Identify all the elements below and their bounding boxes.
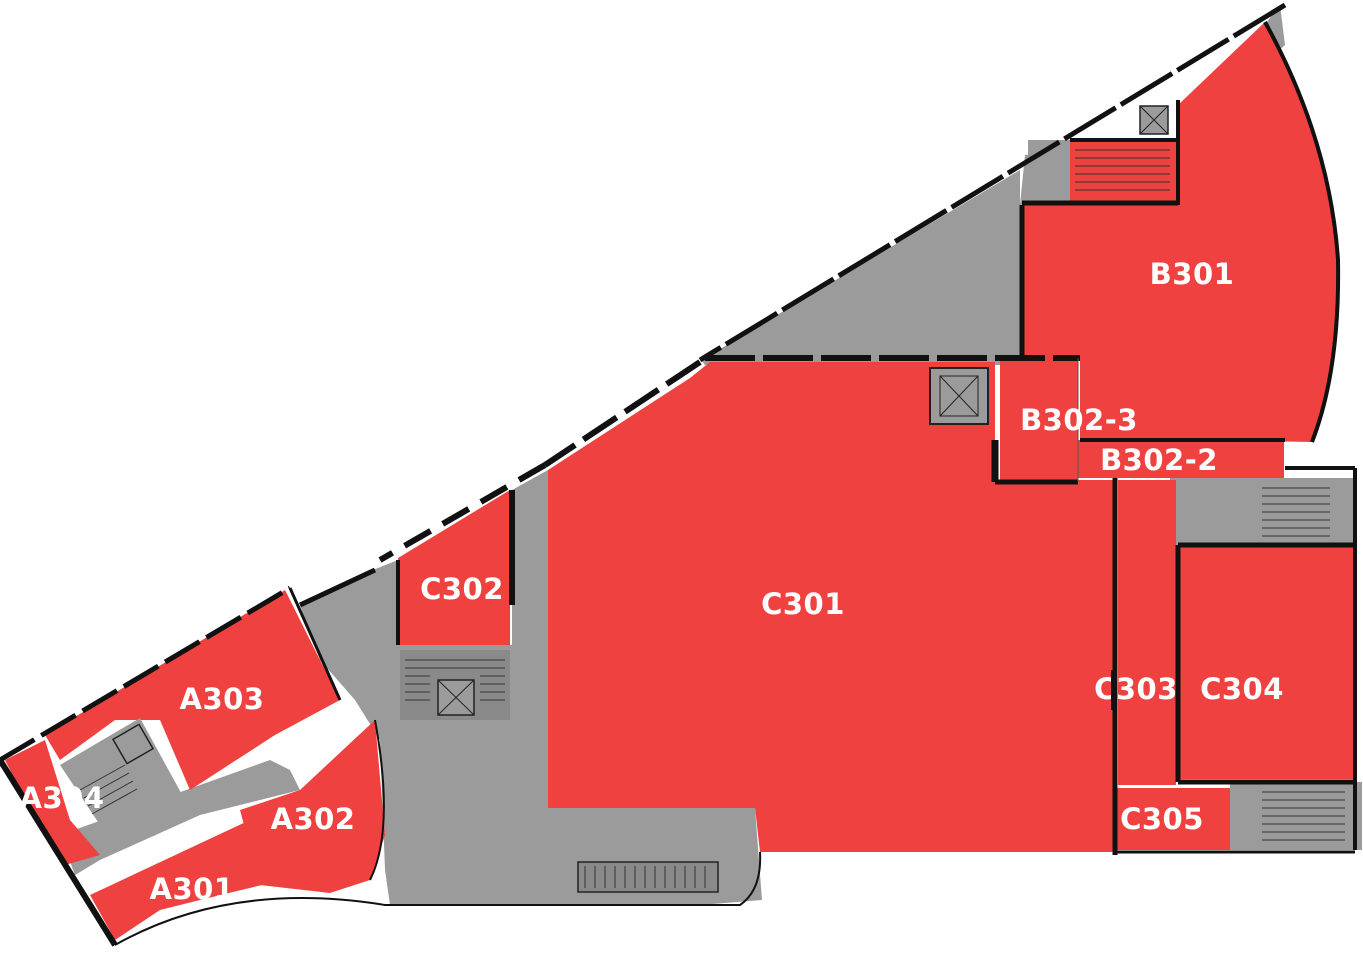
- label-a304: A304: [20, 781, 105, 815]
- corridor-west-wing: [60, 760, 300, 875]
- room-c303[interactable]: [1118, 480, 1176, 785]
- room-a301[interactable]: [90, 820, 262, 940]
- room-a303[interactable]: [45, 590, 340, 790]
- room-c304[interactable]: [1180, 546, 1355, 779]
- label-a301: A301: [150, 872, 235, 906]
- room-c305[interactable]: [1115, 788, 1230, 850]
- elevator-icon: [111, 723, 155, 765]
- stair-core-east-top: [1262, 487, 1330, 537]
- label-c302: C302: [420, 572, 504, 606]
- corridor-central-lobby: [300, 470, 762, 905]
- stair-core-b301: [1075, 105, 1170, 191]
- room-labels: B301 B302-3 B302-2 C301 C302 C303 C304 C…: [20, 257, 1284, 906]
- escalator-icon: [577, 861, 719, 893]
- room-b301[interactable]: [1022, 22, 1339, 442]
- room-c302[interactable]: [398, 490, 510, 645]
- room-b302-2[interactable]: [1078, 440, 1284, 478]
- room-b302-3[interactable]: [1000, 358, 1078, 480]
- room-c301[interactable]: [548, 362, 1115, 852]
- label-c304: C304: [1200, 672, 1284, 706]
- elevator-icon: [437, 679, 475, 716]
- label-a303: A303: [180, 682, 265, 716]
- stair-core-c302: [400, 650, 510, 720]
- label-a302: A302: [271, 802, 356, 836]
- label-c301: C301: [761, 587, 845, 621]
- room-a304[interactable]: [5, 740, 100, 865]
- elevator-icon: [929, 367, 989, 425]
- label-b302-3: B302-3: [1020, 403, 1138, 437]
- room-a302[interactable]: [240, 720, 385, 893]
- label-c305: C305: [1120, 802, 1204, 836]
- stair-core-a-wing: [60, 718, 185, 840]
- rooms-layer: [5, 22, 1355, 940]
- stair-core-east-bottom: [1262, 791, 1345, 841]
- label-c303: C303: [1094, 672, 1178, 706]
- label-b301: B301: [1150, 257, 1235, 291]
- c303-wall-segment: [1111, 670, 1117, 710]
- label-b302-2: B302-2: [1100, 443, 1218, 477]
- elevator-icon: [1139, 105, 1169, 135]
